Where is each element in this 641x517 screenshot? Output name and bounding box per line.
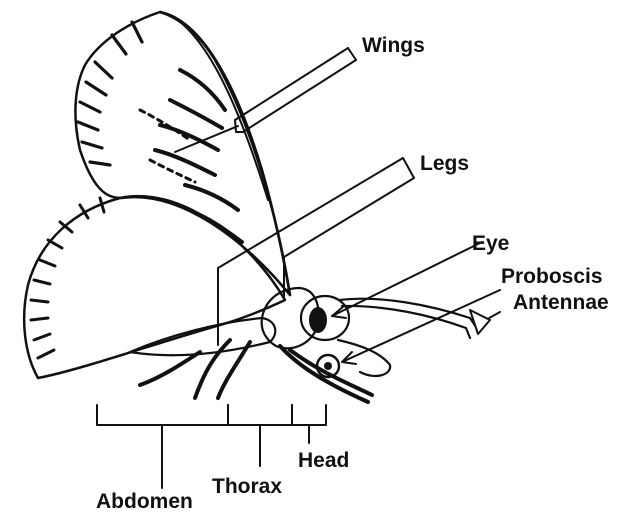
label-antennae: Antennae	[513, 291, 609, 314]
antennae-leader	[470, 310, 500, 334]
label-legs: Legs	[420, 152, 469, 175]
fore-wing	[75, 12, 290, 295]
wings-leader	[175, 48, 356, 152]
label-thorax: Thorax	[212, 475, 282, 498]
eye-shape	[309, 307, 327, 333]
abdomen-body	[130, 318, 275, 355]
label-proboscis: Proboscis	[501, 265, 603, 288]
label-head: Head	[298, 449, 349, 472]
label-wings: Wings	[362, 34, 425, 57]
label-abdomen: Abdomen	[96, 490, 193, 513]
label-eye: Eye	[472, 232, 509, 255]
